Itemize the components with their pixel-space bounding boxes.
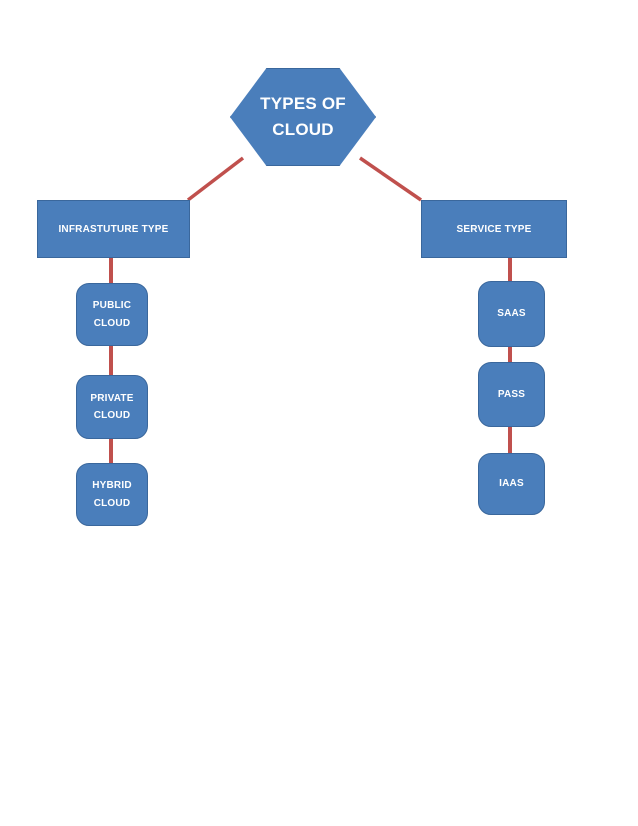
node-service-type[interactable]: SERVICE TYPE	[421, 200, 567, 258]
node-service-type-label: SERVICE TYPE	[456, 223, 532, 235]
node-infrastructure-type[interactable]: INFRASTUTURE TYPE	[37, 200, 190, 258]
node-types-of-cloud[interactable]: TYPES OF CLOUD	[230, 68, 376, 166]
node-infrastructure-type-label: INFRASTUTURE TYPE	[58, 223, 169, 235]
node-hybrid-cloud[interactable]: HYBRID CLOUD	[76, 463, 148, 526]
node-public-cloud[interactable]: PUBLIC CLOUD	[76, 283, 148, 346]
node-private-cloud[interactable]: PRIVATE CLOUD	[76, 375, 148, 439]
node-pass[interactable]: PASS	[478, 362, 545, 427]
node-iaas[interactable]: IAAS	[478, 453, 545, 515]
node-saas[interactable]: SAAS	[478, 281, 545, 347]
node-types-of-cloud-label: TYPES OF CLOUD	[260, 93, 346, 139]
